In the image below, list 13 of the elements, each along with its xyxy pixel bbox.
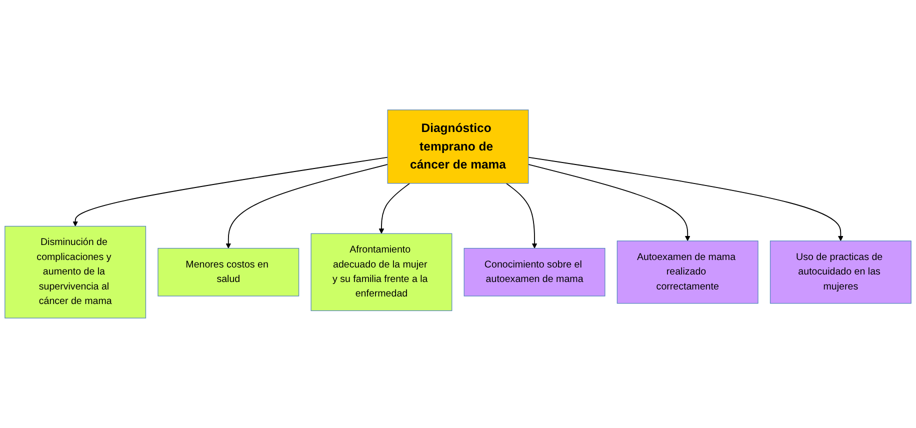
node-box: Diagnóstico temprano de cáncer de mama: [387, 110, 529, 184]
node-box: Uso de practicas de autocuidado en las mujeres: [770, 240, 912, 304]
arrow: [72, 156, 388, 226]
node-box: Disminución de complicaciones y aumento de la supervivencia al cáncer de mama: [4, 226, 146, 318]
arrow: [528, 164, 690, 242]
node-box: Afrontamiento adecuado de la mujer y su familia frente a la enfermedad: [310, 233, 452, 312]
arrow: [506, 182, 538, 249]
arrow: [528, 156, 844, 242]
arrow: [378, 182, 410, 234]
node-box: Autoexamen de mama realizado correctamente: [616, 240, 758, 304]
node-box: Conocimiento sobre el autoexamen de mama: [464, 248, 606, 296]
node-box: Menores costos en salud: [158, 248, 300, 296]
arrow: [226, 164, 388, 249]
